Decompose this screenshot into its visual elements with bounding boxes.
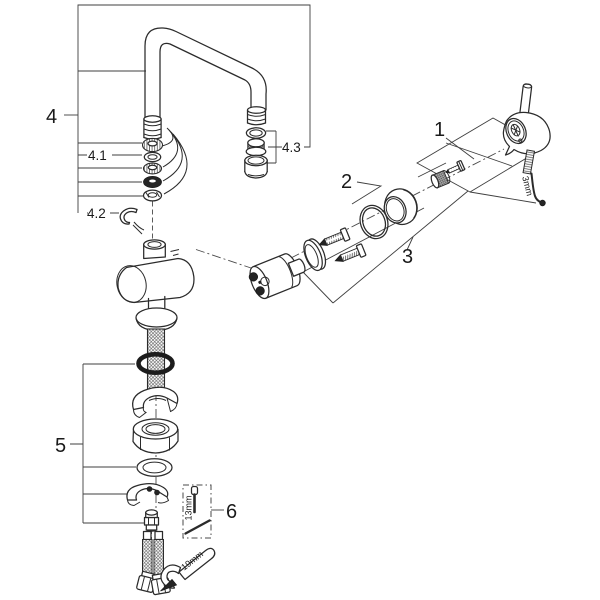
- tommy-bar: [184, 519, 211, 535]
- wrench-handle: [178, 547, 216, 581]
- callout-leader-lines: [211, 137, 475, 511]
- callout-1: 1: [434, 119, 445, 141]
- callout-2: 2: [341, 171, 352, 193]
- base-washer: [136, 458, 173, 477]
- spout-seal-leader-arcs: [161, 127, 188, 195]
- spout-seal-stack: [141, 137, 164, 202]
- open-end-wrench: [160, 547, 216, 592]
- aerator-washer: [245, 127, 267, 139]
- spout-u-tube: [144, 27, 267, 119]
- callout-4-1: 4.1: [88, 148, 107, 163]
- grub-screw-nut: [430, 170, 451, 189]
- mounting-shank: [146, 328, 166, 392]
- aerator-stack: [244, 127, 268, 179]
- shank-o-ring: [136, 351, 175, 375]
- base-flange: [135, 307, 178, 332]
- cartridge-port: [255, 286, 265, 296]
- cartridge-dome-cap: [383, 188, 418, 226]
- callout-5-bracket: [70, 363, 144, 524]
- allen-key-size-label: 3mm: [520, 175, 535, 197]
- connection-nipple: [143, 509, 160, 532]
- cartridge-port: [248, 272, 259, 282]
- callout-4-3-bracket: [266, 130, 282, 164]
- socket-size-label: 13mm: [184, 495, 194, 520]
- retaining-clip: [119, 207, 145, 231]
- fixing-screw: [334, 243, 367, 262]
- fixing-screw: [318, 227, 351, 246]
- callout-4-3: 4.3: [282, 140, 301, 155]
- faucet-body: [116, 239, 195, 332]
- bracket-screw: [146, 486, 153, 492]
- direction-arrow: [160, 578, 178, 592]
- lever-handle: [502, 83, 551, 156]
- socket-tool: [184, 485, 211, 535]
- cartridge: [248, 253, 306, 300]
- mounting-bracket: [126, 483, 170, 507]
- handle-face: [505, 117, 527, 145]
- mounting-nut: [132, 418, 179, 454]
- callout-6: 6: [226, 501, 237, 523]
- horseshoe-spacer: [132, 386, 179, 419]
- tool-box: [182, 484, 212, 539]
- handle-screw: [445, 160, 466, 174]
- callout-5: 5: [55, 435, 66, 457]
- callout-3: 3: [402, 246, 413, 268]
- callout-4-2: 4.2: [87, 206, 106, 221]
- callout-4-bracket: [64, 4, 311, 214]
- callout-4: 4: [46, 106, 57, 128]
- flat-washer: [143, 151, 162, 163]
- body-neck: [143, 239, 166, 260]
- spout-outlet-collar: [246, 106, 267, 126]
- allen-key: [522, 149, 546, 207]
- spout-swivel-collar: [143, 115, 162, 140]
- cartridge-retaining-ring: [303, 238, 327, 272]
- bracket-screw: [154, 489, 160, 496]
- body-marking: [170, 249, 180, 256]
- allen-key-ball-end: [539, 199, 546, 207]
- aerator-housing: [244, 154, 268, 179]
- aerator-insert: [245, 138, 267, 157]
